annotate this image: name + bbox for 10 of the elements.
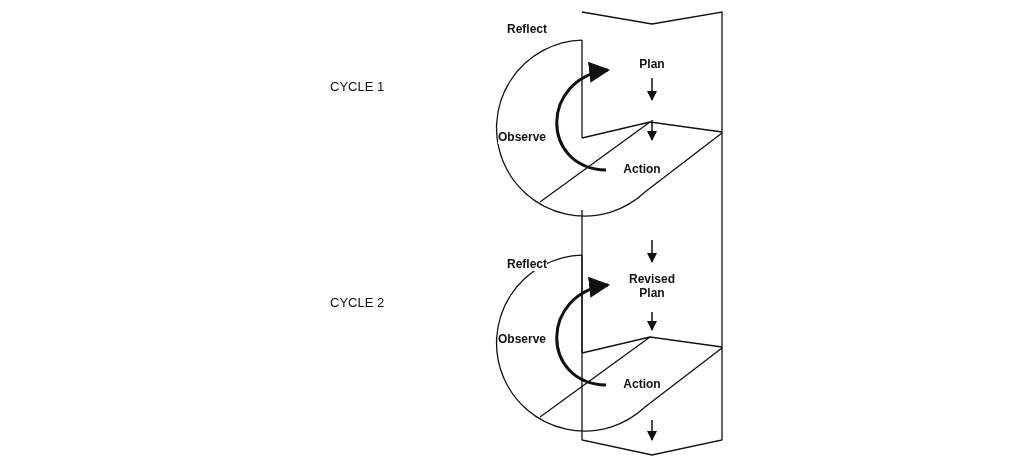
stage-label: Observe <box>496 332 548 346</box>
cycle-label: CYCLE 1 <box>330 80 386 94</box>
cycle-label: CYCLE 2 <box>330 296 386 310</box>
stage-label: Action <box>622 377 662 391</box>
stage-label: Revised Plan <box>627 272 677 300</box>
stage-label: Action <box>622 162 662 176</box>
stage-label: Reflect <box>505 22 548 36</box>
stage-label: Reflect <box>505 257 548 271</box>
stage-label: Plan <box>638 57 666 71</box>
stage-label: Observe <box>496 130 548 144</box>
